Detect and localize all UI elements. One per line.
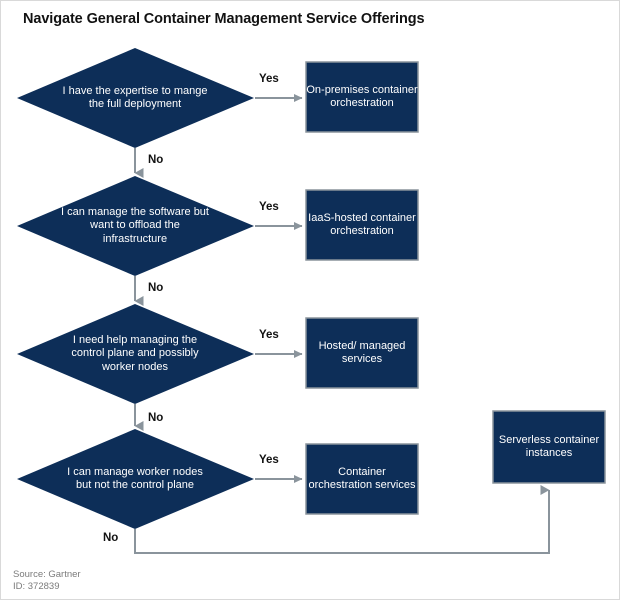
footer: Source: Gartner ID: 372839 [13, 569, 81, 593]
outcome-serverless-shape[interactable] [492, 410, 606, 484]
edge-label-yes-1: Yes [259, 73, 279, 85]
footer-source: Source: Gartner [13, 569, 81, 580]
outcome-on-premises-shape[interactable] [305, 61, 419, 133]
outcome-hosted-managed-shape[interactable] [305, 317, 419, 389]
edge-label-yes-4: Yes [259, 454, 279, 466]
decision-control-plane-help-shape[interactable] [17, 304, 254, 404]
decision-manage-software-shape[interactable] [17, 176, 254, 276]
edge-label-no-4: No [103, 532, 119, 544]
decision-worker-nodes-shape[interactable] [17, 429, 254, 529]
edge-label-yes-2: Yes [259, 201, 279, 213]
edge-label-no-2: No [148, 282, 164, 294]
decision-expertise-shape[interactable] [17, 48, 254, 148]
connector-no-4-to-serverless [134, 485, 550, 554]
footer-id: ID: 372839 [13, 581, 60, 592]
edge-label-no-1: No [148, 154, 164, 166]
outcome-iaas-hosted-shape[interactable] [305, 189, 419, 261]
outcome-container-orchestration-services-shape[interactable] [305, 443, 419, 515]
page-title: Navigate General Container Management Se… [23, 11, 425, 27]
edge-label-no-3: No [148, 412, 164, 424]
edge-label-yes-3: Yes [259, 329, 279, 341]
